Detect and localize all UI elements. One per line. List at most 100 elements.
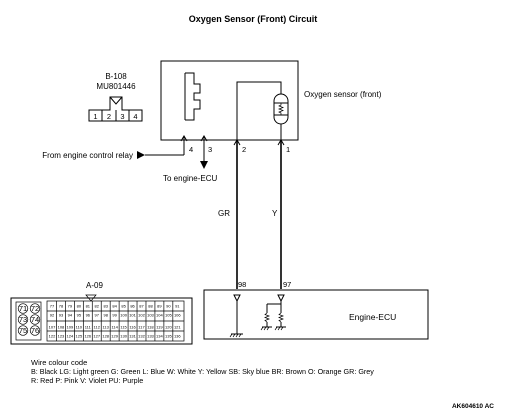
diagram-title: Oxygen Sensor (Front) Circuit <box>189 14 318 24</box>
ecu-connector-pin: 90 <box>166 304 171 309</box>
ecu-connector-pin: 119 <box>156 325 163 330</box>
ecu-connector-pin: 102 <box>138 313 145 318</box>
colour-code-heading: Wire colour code <box>31 358 87 367</box>
relay-connector-id: B-108 <box>105 72 127 81</box>
ecu-connector-cavity <box>29 325 41 336</box>
ecu-connector-pin: 112 <box>94 325 101 330</box>
oxygen-sensor-box <box>160 60 299 141</box>
relay-pin-label: 3 <box>208 145 212 154</box>
sensor-internal-wire <box>236 81 282 140</box>
ecu-connector-pin: 91 <box>175 304 180 309</box>
ecu-connector-pin: 135 <box>165 334 172 339</box>
signal-wiring: 2 1 GR Y 98 97 <box>218 139 291 289</box>
ecu-connector-pin: 80 <box>77 304 82 309</box>
oxygen-sensor: Oxygen sensor (front) <box>160 60 382 141</box>
ecu-terminal <box>233 294 241 303</box>
ecu-connector-pin: 85 <box>121 304 126 309</box>
ecu-terminal <box>277 294 285 303</box>
relay-connector: B-108 MU801446 1 2 3 4 <box>88 72 143 122</box>
relay-connector-part-no: MU801446 <box>96 82 136 91</box>
ecu-connector-pin: 129 <box>111 334 118 339</box>
ecu-connector-pin: 87 <box>139 304 144 309</box>
wire-color-label: GR <box>218 209 230 218</box>
ecu-connector-id: A-09 <box>86 281 103 290</box>
ecu-connector-pin: 104 <box>156 313 163 318</box>
colour-code-line: B: Black LG: Light green G: Green L: Blu… <box>31 367 374 376</box>
sensor-pin-label: 2 <box>242 145 246 154</box>
engine-ecu-label: Engine-ECU <box>349 312 396 322</box>
ecu-connector-body <box>10 297 193 345</box>
ecu-connector-pin: 128 <box>102 334 109 339</box>
ecu-connector-pin: 97 <box>95 313 100 318</box>
relay-connector-pin: 2 <box>107 112 111 121</box>
ecu-connector-pin: 71 <box>19 304 27 313</box>
ecu-connector-pin: 94 <box>68 313 73 318</box>
ecu-connector-pin: 114 <box>111 325 118 330</box>
ecu-connector-pin: 118 <box>147 325 154 330</box>
figure-reference: AK604610 AC <box>452 403 494 410</box>
ecu-connector-pin: 109 <box>67 325 74 330</box>
relay-connector-pin: 1 <box>93 112 97 121</box>
relay-connector-pin: 4 <box>133 112 137 121</box>
ecu-connector-pin: 83 <box>103 304 108 309</box>
from-relay-label: From engine control relay <box>42 151 133 160</box>
from-relay-arrow-icon <box>137 151 145 159</box>
relay-wiring: 4 3 From engine control relay To engine-… <box>42 135 217 183</box>
ecu-connector-pin: 121 <box>174 325 181 330</box>
relay-pin-label: 4 <box>189 145 193 154</box>
ecu-connector-pin: 126 <box>84 334 91 339</box>
ecu-connector-pin: 77 <box>50 304 55 309</box>
ecu-connector-pin: 123 <box>58 334 65 339</box>
ecu-connector-pin: 98 <box>103 313 108 318</box>
ecu-connector-pin: 115 <box>120 325 127 330</box>
relay-connector-pin: 3 <box>120 112 124 121</box>
ecu-connector-pin: 99 <box>112 313 117 318</box>
ecu-connector-cavity <box>17 303 29 314</box>
ecu-connector-pin: 122 <box>49 334 56 339</box>
ecu-connector-pin: 110 <box>76 325 83 330</box>
ecu-connector-pin: 131 <box>129 334 136 339</box>
ecu-connector-left-block <box>15 301 42 341</box>
ecu-connector-pin: 107 <box>49 325 56 330</box>
ecu-connector-pin: 125 <box>76 334 83 339</box>
ecu-connector-pin: 75 <box>19 326 27 335</box>
ecu-connector-pin: 82 <box>95 304 100 309</box>
ecu-connector-cavity <box>17 314 29 325</box>
relay-connector-body <box>88 96 143 122</box>
ecu-connector-pin: 79 <box>68 304 73 309</box>
ecu-connector-pin: 108 <box>58 325 65 330</box>
ecu-pin-label: 98 <box>238 280 246 289</box>
ecu-connector-pin: 74 <box>31 315 39 324</box>
ecu-connector-pin: 72 <box>31 304 39 313</box>
to-ecu-arrow-icon <box>200 161 208 169</box>
ecu-connector-pin: 73 <box>19 315 27 324</box>
ecu-connector-pin: 101 <box>129 313 136 318</box>
ecu-connector-pin: 89 <box>157 304 162 309</box>
ecu-connector-pin: 133 <box>147 334 154 339</box>
ecu-connector-pin: 81 <box>86 304 91 309</box>
ecu-connector-pin: 93 <box>59 313 64 318</box>
ecu-connector-pin: 127 <box>93 334 100 339</box>
engine-ecu: Engine-ECU <box>203 289 429 340</box>
colour-code-legend: Wire colour code B: Black LG: Light gree… <box>31 358 374 385</box>
ecu-connector-pin: 130 <box>120 334 127 339</box>
ecu-connector-pin: 103 <box>147 313 154 318</box>
ecu-connector-pin: 106 <box>174 313 181 318</box>
ecu-connector-pin: 76 <box>31 326 39 335</box>
engine-ecu-box <box>203 289 429 340</box>
ecu-pin-label: 97 <box>283 280 291 289</box>
ecu-connector-pin: 95 <box>77 313 82 318</box>
ecu-connector-pin: 116 <box>129 325 136 330</box>
ecu-connector-pin: 113 <box>103 325 110 330</box>
ecu-resistor <box>264 312 270 323</box>
ecu-resistor <box>278 312 284 323</box>
ecu-connector-pin: 86 <box>130 304 135 309</box>
relay-connector-key <box>109 96 123 105</box>
sensor-heater <box>278 103 284 115</box>
ecu-connector-cavity <box>17 325 29 336</box>
ecu-connector-pin: 78 <box>59 304 64 309</box>
sensor-element <box>273 93 289 125</box>
sensor-connector-housing <box>185 72 201 121</box>
sensor-pin-label: 1 <box>286 145 290 154</box>
